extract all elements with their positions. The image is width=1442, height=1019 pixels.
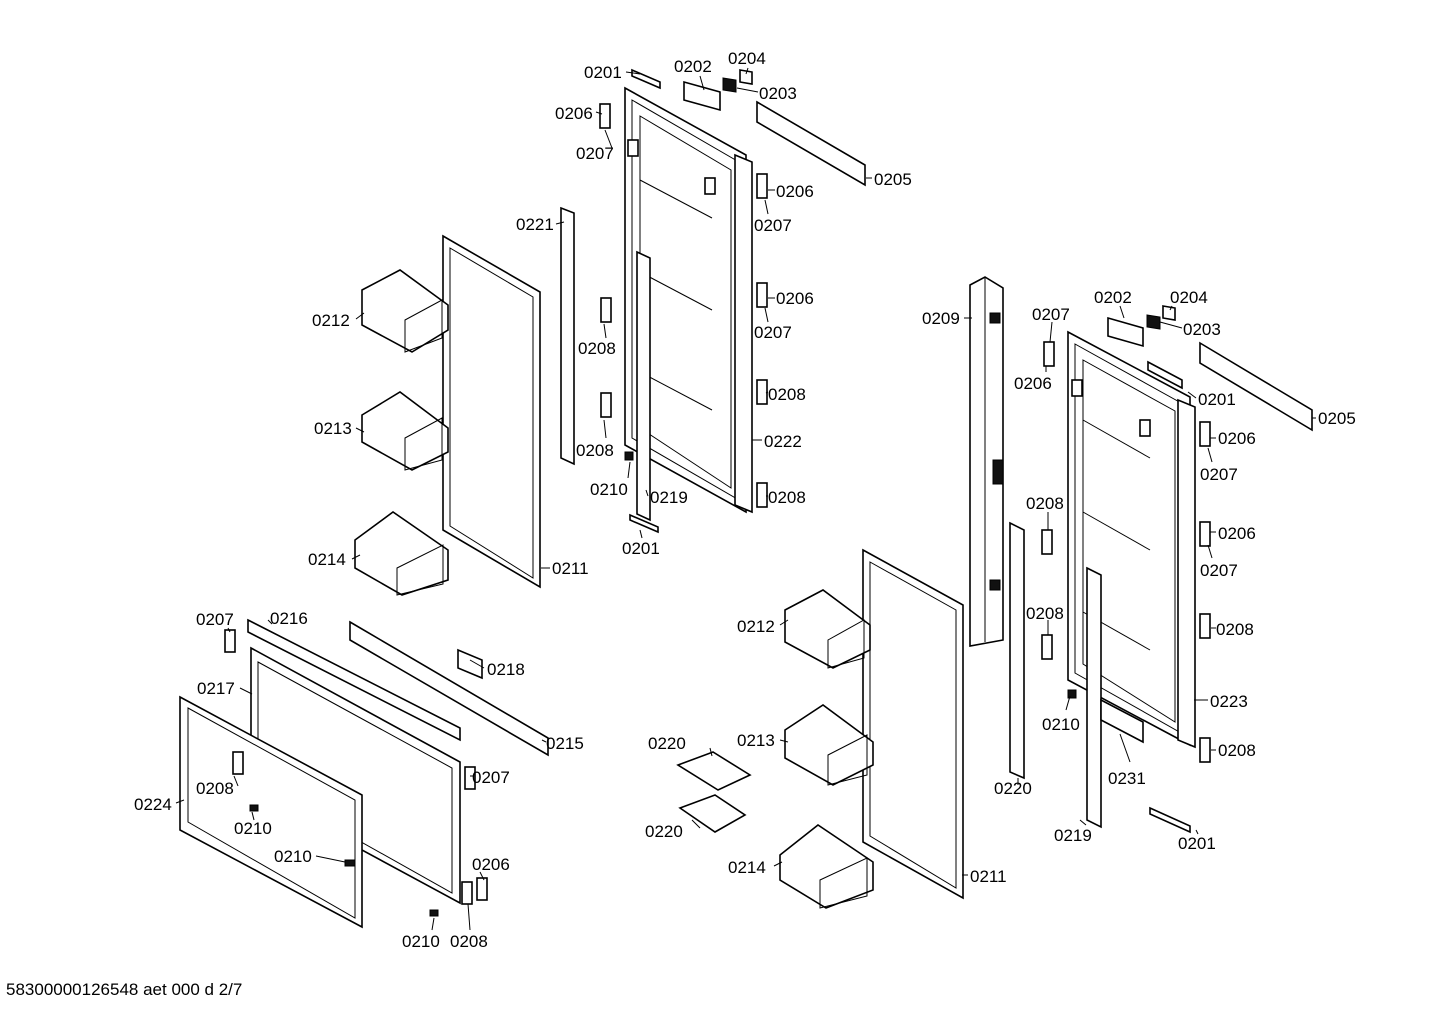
egg-trays (676, 751, 752, 833)
callout-label: 0219 (650, 488, 688, 507)
freezer-hinge-clips (224, 629, 488, 917)
callout-label: 0213 (737, 731, 775, 750)
callout-label: 0208 (768, 385, 806, 404)
callout-label: 0210 (1042, 715, 1080, 734)
callout-label: 0204 (1170, 288, 1208, 307)
callout-label: 0212 (312, 311, 350, 330)
callout-label: 0210 (274, 847, 312, 866)
door-bar-upper-left (560, 206, 651, 522)
callout-label: 0214 (308, 550, 346, 569)
callout-label: 0206 (1014, 374, 1052, 393)
callout-label: 0201 (1178, 834, 1216, 853)
callout-label: 0201 (622, 539, 660, 558)
callout-label: 0214 (728, 858, 766, 877)
top-hinge-right (1107, 305, 1313, 834)
document-code: 58300000126548 aet 000 d 2/7 (6, 980, 243, 999)
callout-label: 0207 (472, 768, 510, 787)
callout-label: 0208 (1026, 494, 1064, 513)
callout-label: 0206 (1218, 524, 1256, 543)
callout-label: 0207 (754, 216, 792, 235)
callout-label: 0221 (516, 215, 554, 234)
top-hinge-upper-left (629, 68, 866, 534)
callout-label: 0205 (1318, 409, 1356, 428)
callout-labels: 0201 0202 0204 0203 0206 0207 0205 0206 … (134, 49, 1356, 951)
door-upper-left (624, 86, 753, 514)
callout-label: 0203 (759, 84, 797, 103)
callout-label: 0231 (1108, 769, 1146, 788)
callout-label: 0219 (1054, 826, 1092, 845)
hinge-clips-right (1041, 341, 1211, 763)
callout-label: 0205 (874, 170, 912, 189)
callout-label: 0222 (764, 432, 802, 451)
callout-label: 0207 (1032, 305, 1070, 324)
callout-label: 0202 (674, 57, 712, 76)
callout-label: 0220 (994, 779, 1032, 798)
callout-label: 0210 (234, 819, 272, 838)
callout-label: 0223 (1210, 692, 1248, 711)
gasket-upper-left (442, 234, 541, 589)
callout-label: 0207 (196, 610, 234, 629)
callout-label: 0208 (196, 779, 234, 798)
door-bars-right (1009, 521, 1144, 829)
freezer-trims (247, 618, 549, 757)
callout-label: 0212 (737, 617, 775, 636)
callout-label: 0213 (314, 419, 352, 438)
callout-label: 0203 (1183, 320, 1221, 339)
handle-bar-right (969, 276, 1004, 647)
callout-label: 0207 (1200, 561, 1238, 580)
callout-label: 0216 (270, 609, 308, 628)
gasket-right (862, 548, 964, 900)
callout-label: 0201 (1198, 390, 1236, 409)
callout-label: 0224 (134, 795, 172, 814)
callout-label: 0209 (922, 309, 960, 328)
callout-label: 0220 (648, 734, 686, 753)
callout-label: 0206 (776, 182, 814, 201)
freezer-gasket (179, 695, 363, 929)
callout-label: 0218 (487, 660, 525, 679)
callout-label: 0210 (402, 932, 440, 951)
callout-label: 0208 (1218, 741, 1256, 760)
callout-label: 0208 (450, 932, 488, 951)
callout-label: 0206 (1218, 429, 1256, 448)
callout-label: 0211 (970, 867, 1007, 886)
callout-label: 0208 (1216, 620, 1254, 639)
callout-label: 0202 (1094, 288, 1132, 307)
callout-label: 0217 (197, 679, 235, 698)
callout-label: 0208 (1026, 604, 1064, 623)
callout-label: 0207 (754, 323, 792, 342)
callout-label: 0201 (584, 63, 622, 82)
callout-label: 0220 (645, 822, 683, 841)
callout-label: 0206 (555, 104, 593, 123)
callout-label: 0208 (768, 488, 806, 507)
callout-label: 0207 (1200, 465, 1238, 484)
door-bins-right (779, 589, 874, 909)
callout-label: 0215 (546, 734, 584, 753)
callout-label: 0210 (590, 480, 628, 499)
callout-label: 0206 (472, 855, 510, 874)
door-bins-upper-left (354, 269, 449, 596)
callout-label: 0204 (728, 49, 766, 68)
callout-label: 0208 (578, 339, 616, 358)
callout-label: 0206 (776, 289, 814, 308)
callout-label: 0207 (576, 144, 614, 163)
hinge-clips-upper-left (599, 103, 768, 508)
callout-label: 0208 (576, 441, 614, 460)
callout-label: 0211 (552, 559, 589, 578)
leader-lines (175, 67, 1316, 931)
